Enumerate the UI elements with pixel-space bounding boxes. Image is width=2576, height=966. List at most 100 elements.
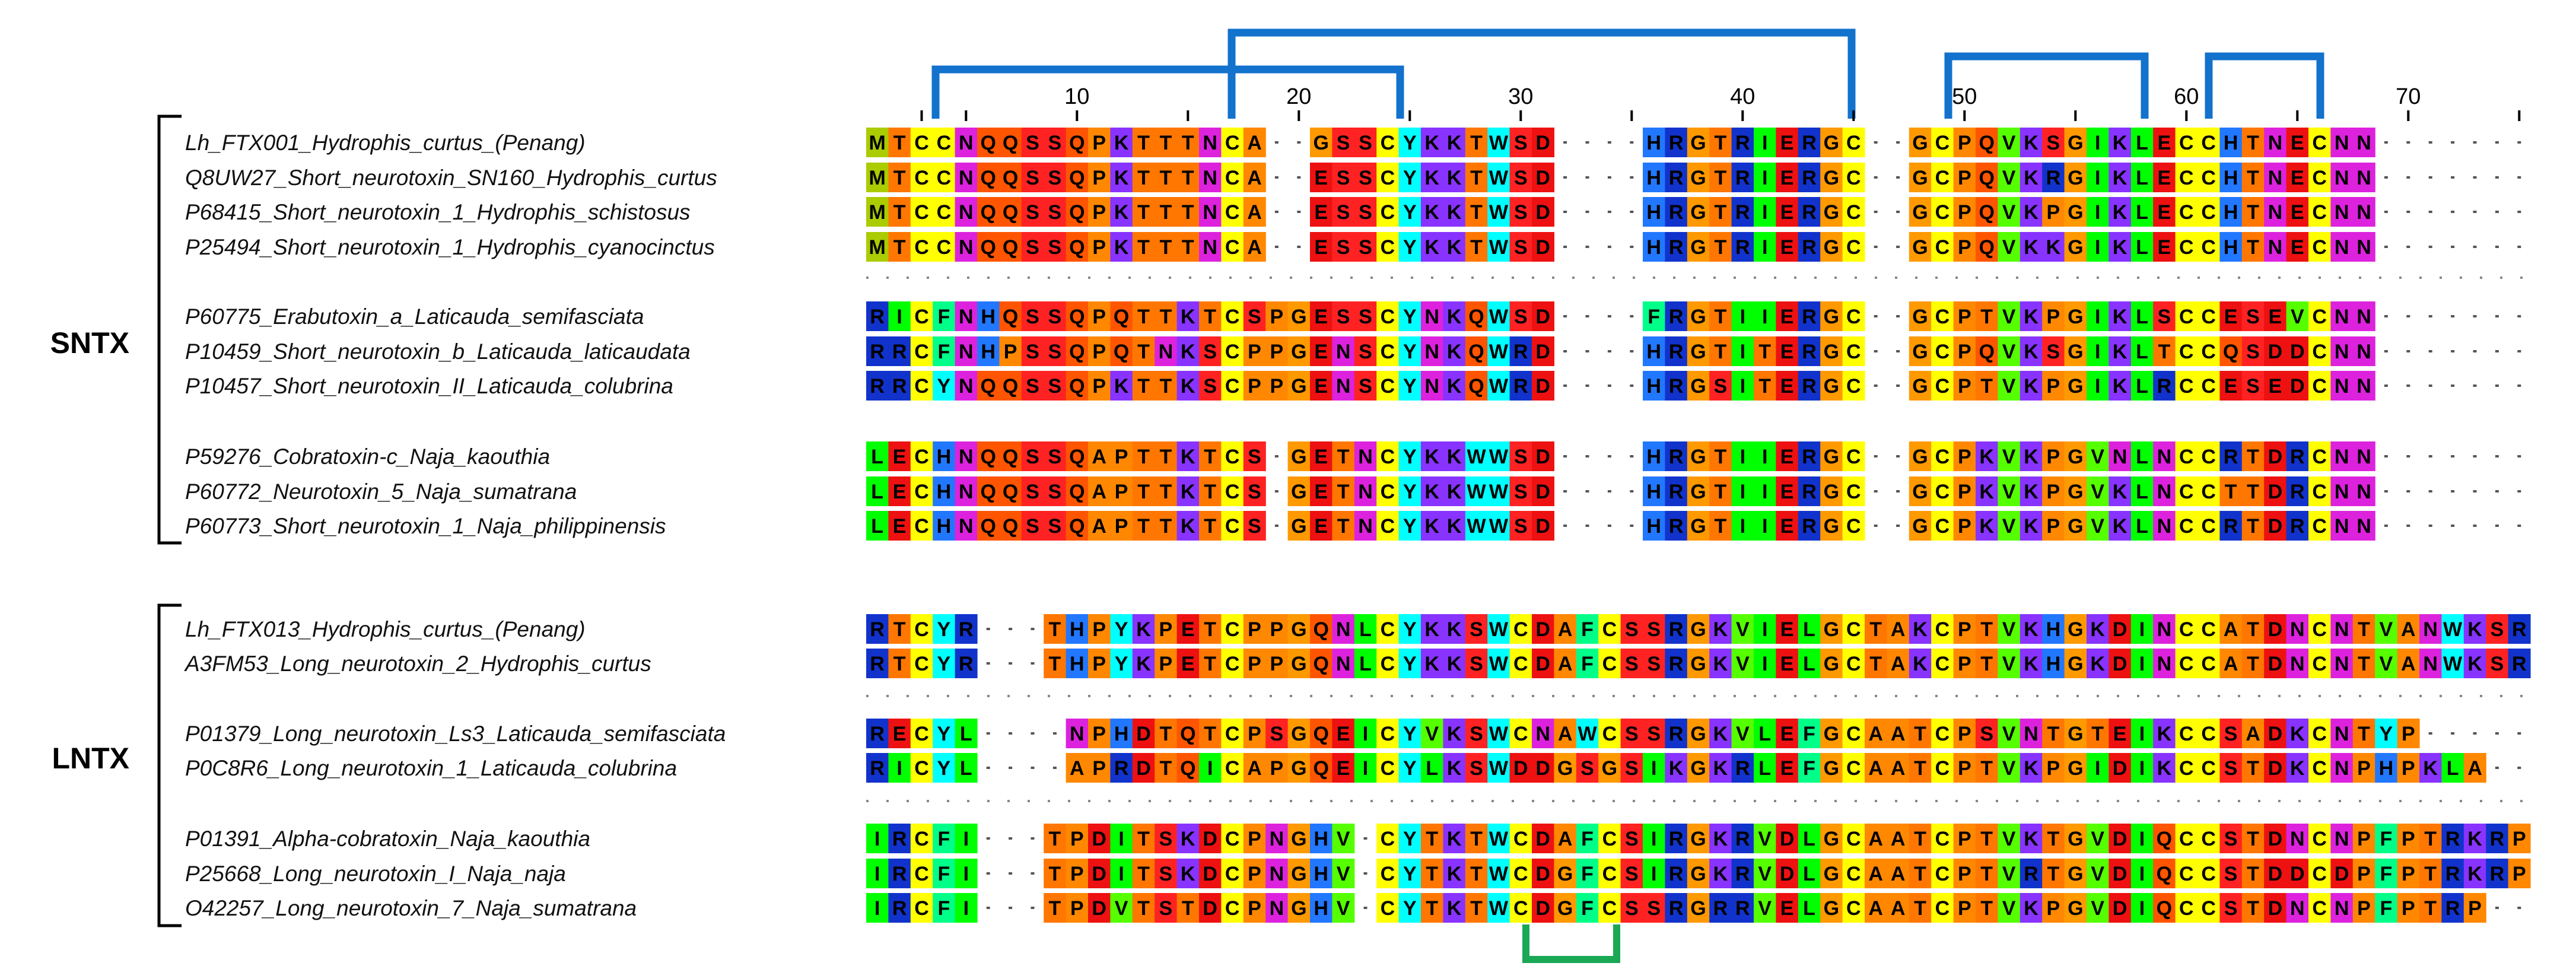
residue-letter: H	[1070, 618, 1085, 641]
gap-dash	[2517, 176, 2521, 179]
residue-letter: D	[1535, 515, 1550, 538]
residue-letter: V	[2002, 201, 2016, 224]
gap-dash	[1630, 455, 1634, 457]
residue-letter: T	[1160, 306, 1172, 328]
residue-letter: A	[1247, 167, 1262, 189]
residue-letter: K	[1114, 167, 1129, 189]
gap-dash	[1630, 490, 1634, 492]
residue-letter: E	[2269, 375, 2282, 398]
gap-dash	[1009, 662, 1013, 665]
residue-cell	[910, 197, 933, 227]
residue-letter: P	[1270, 341, 1284, 363]
residue-cell	[2042, 197, 2065, 227]
residue-letter: P	[1270, 757, 1284, 780]
residue-letter: N	[2268, 201, 2283, 224]
group-label: SNTX	[50, 326, 129, 360]
disulfide-bond-bracket	[931, 65, 1404, 119]
residue-letter: P	[2468, 897, 2482, 920]
residue-letter: T	[893, 201, 906, 224]
residue-letter: C	[1225, 167, 1240, 189]
gap-dash	[2473, 211, 2477, 213]
residue-letter: C	[1225, 132, 1240, 154]
residue-letter: K	[1979, 481, 1994, 503]
residue-cell	[1487, 197, 1510, 227]
residue-cell	[1176, 163, 1200, 192]
residue-cell	[2064, 197, 2087, 227]
residue-letter: G	[1690, 201, 1706, 224]
gap-dash	[986, 907, 990, 909]
residue-cell	[1465, 128, 1488, 157]
residue-letter: N	[2024, 723, 2038, 745]
residue-letter: I	[2095, 375, 2100, 398]
residue-letter: S	[1026, 341, 1039, 363]
gap-dash	[2451, 315, 2455, 317]
residue-cell	[866, 232, 889, 262]
residue-letter: C	[2201, 236, 2216, 259]
ruler-number: 70	[2396, 84, 2421, 109]
residue-letter: C	[1381, 201, 1395, 224]
gap-dash	[1874, 141, 1878, 144]
gap-dash	[2517, 385, 2521, 387]
residue-letter: G	[2068, 236, 2083, 259]
residue-letter: C	[937, 167, 952, 189]
gap-dash	[2384, 455, 2388, 457]
gap-dash	[1630, 385, 1634, 387]
residue-letter: C	[1602, 653, 1617, 675]
residue-letter: C	[1935, 481, 1950, 503]
residue-cell	[1998, 197, 2021, 227]
residue-cell	[1909, 163, 1932, 192]
residue-letter: N	[2356, 341, 2371, 363]
gap-dash	[1607, 455, 1611, 457]
residue-letter: V	[2002, 618, 2016, 641]
residue-letter: C	[1225, 863, 1240, 885]
gap-dash	[1052, 767, 1057, 769]
residue-cell	[1376, 301, 1400, 331]
residue-letter: S	[1625, 757, 1639, 780]
residue-letter: E	[1780, 132, 1794, 154]
residue-letter: G	[1690, 828, 1706, 850]
residue-letter: L	[1803, 653, 1815, 675]
residue-cell	[1199, 197, 1222, 227]
residue-letter: S	[2224, 757, 2238, 780]
residue-letter: F	[1581, 828, 1594, 850]
residue-letter: S	[1514, 236, 1528, 259]
gap-dash	[1585, 246, 1589, 248]
residue-letter: N	[1203, 236, 1217, 259]
residue-letter: C	[914, 515, 929, 538]
residue-letter: C	[1225, 306, 1240, 328]
residue-letter: E	[1181, 618, 1195, 641]
residue-letter: N	[2335, 375, 2349, 398]
residue-letter: K	[1181, 828, 1195, 850]
residue-letter: L	[1359, 618, 1372, 641]
residue-letter: C	[2201, 618, 2216, 641]
residue-letter: Q	[1069, 341, 1085, 363]
residue-letter: R	[1669, 375, 1684, 398]
residue-letter: T	[2247, 757, 2259, 780]
residue-letter: T	[1715, 167, 1727, 189]
residue-letter: Y	[937, 757, 951, 780]
residue-letter: W	[1467, 515, 1486, 538]
residue-letter: T	[1715, 236, 1727, 259]
residue-letter: V	[2002, 757, 2016, 780]
residue-letter: S	[1248, 515, 1261, 538]
residue-letter: K	[1114, 375, 1129, 398]
residue-letter: S	[1359, 132, 1372, 154]
residue-letter: E	[2158, 236, 2171, 259]
residue-cell	[977, 197, 1000, 227]
gap-dash	[1031, 732, 1035, 735]
residue-letter: I	[963, 828, 969, 850]
residue-letter: E	[2113, 723, 2127, 745]
residue-cell	[1088, 163, 1111, 192]
residue-cell	[2130, 232, 2154, 262]
residue-letter: I	[1363, 723, 1368, 745]
residue-cell	[1088, 128, 1111, 157]
residue-letter: N	[959, 515, 974, 538]
residue-letter: L	[1803, 618, 1815, 641]
residue-cell	[1709, 232, 1732, 262]
residue-letter: P	[1958, 446, 1971, 468]
gap-dash	[1607, 141, 1611, 144]
residue-letter: P	[2047, 515, 2060, 538]
residue-cell	[1376, 163, 1400, 192]
residue-cell	[1487, 163, 1510, 192]
residue-letter: G	[1824, 446, 1839, 468]
